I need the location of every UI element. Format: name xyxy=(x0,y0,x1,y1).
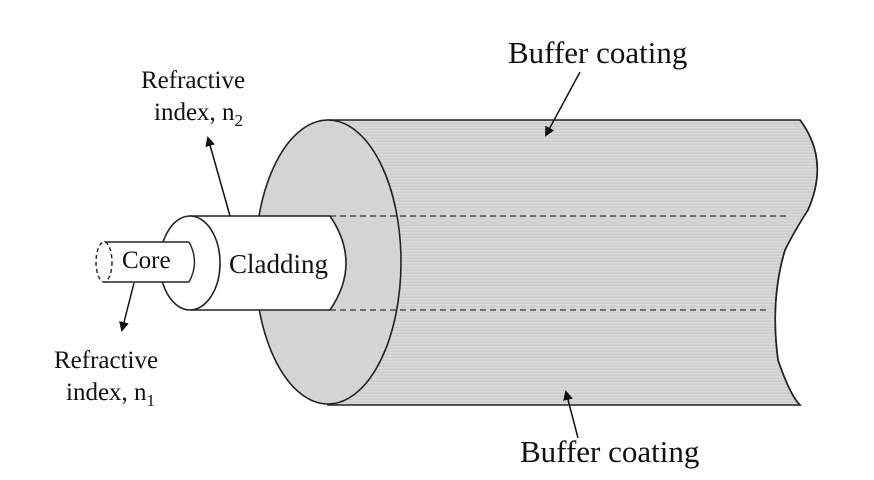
arrow-buffer-top xyxy=(545,71,581,137)
arrow-refractive-n1 xyxy=(119,282,135,332)
core-body xyxy=(104,242,189,282)
core-label: Core xyxy=(122,247,171,274)
refractive-n1-line2: index, n1 xyxy=(66,379,155,410)
refractive-n1-line1: Refractive xyxy=(54,347,158,374)
refractive-n2-line1: Refractive xyxy=(141,67,245,94)
buffer-cut-edge xyxy=(774,119,819,406)
refractive-n1-subscript: 1 xyxy=(147,391,156,410)
buffer-coating-top-label: Buffer coating xyxy=(508,35,687,70)
cladding-right-arc xyxy=(329,215,347,311)
cladding-label: Cladding xyxy=(229,249,328,279)
refractive-n2-line2: index, n2 xyxy=(154,99,243,130)
arrow-buffer-bottom xyxy=(563,390,579,439)
buffer-coating-bottom-label: Buffer coating xyxy=(520,434,699,469)
core xyxy=(95,241,196,283)
core-right-arc xyxy=(188,241,196,283)
core-end-face xyxy=(95,241,113,283)
arrow-refractive-n2 xyxy=(205,136,231,217)
refractive-n2-subscript: 2 xyxy=(235,111,244,130)
cladding xyxy=(159,215,347,311)
